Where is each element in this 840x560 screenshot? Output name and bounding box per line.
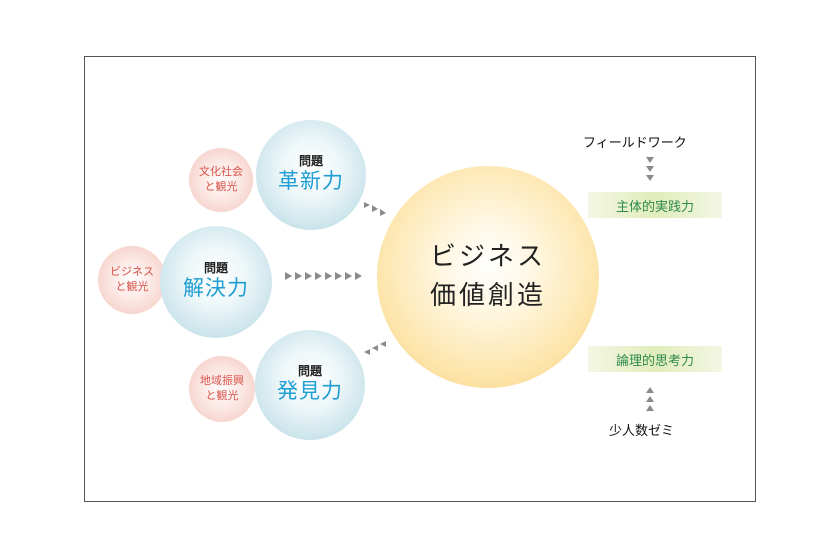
arrow-triangle (646, 396, 654, 402)
tag-bubble-business: ビジネス と観光 (98, 246, 166, 314)
arrow-triangle (325, 272, 332, 280)
arrow-triangle (285, 272, 292, 280)
tag-business-line2: と観光 (115, 280, 149, 293)
core-line1: ビジネス (429, 242, 546, 272)
fieldwork-label: フィールドワーク (583, 136, 687, 151)
arrow-triangle (646, 405, 654, 411)
arrow-triangle (646, 157, 654, 163)
problem-discovery-small: 問題 (297, 364, 322, 379)
tag-culture-line2: と観光 (204, 180, 238, 193)
problem-innovation-small: 問題 (298, 154, 323, 169)
arrow-triangle (380, 209, 386, 216)
practical-skill-box: 主体的実践力 (588, 192, 722, 218)
seminar-label: 少人数ゼミ (609, 424, 675, 439)
arrow-triangle (646, 175, 654, 181)
arrow-triangle (372, 205, 378, 212)
arrow-triangle (364, 349, 370, 355)
arrow-triangle (315, 272, 322, 280)
arrow-triangle (335, 272, 342, 280)
problem-bubble-innovation: 問題 革新力 (256, 120, 366, 230)
arrow-triangle (646, 166, 654, 172)
tag-bubble-regional: 地域振興 と観光 (189, 356, 255, 422)
core-business-value-circle: ビジネス 価値創造 (377, 166, 599, 388)
problem-bubble-solving: 問題 解決力 (160, 226, 272, 338)
problem-solving-small: 問題 (203, 261, 228, 276)
arrow-triangle (305, 272, 312, 280)
core-line2: 価値創造 (429, 281, 546, 311)
arrow-triangle (364, 202, 370, 208)
arrow-triangle (372, 345, 378, 351)
tag-regional-line1: 地域振興 (200, 374, 244, 388)
arrow-triangle (345, 272, 352, 280)
tag-regional-line2: と観光 (205, 389, 239, 402)
arrow-triangle (380, 341, 386, 347)
logical-thinking-box: 論理的思考力 (588, 346, 722, 372)
arrow-triangle (295, 272, 302, 280)
arrow-triangle (355, 272, 362, 280)
tag-business-line1: ビジネス (110, 265, 154, 279)
arrow-upper-diagonal (364, 202, 386, 216)
arrow-down-to-practice (646, 157, 654, 181)
problem-innovation-big: 革新力 (278, 169, 344, 194)
tag-bubble-culture: 文化社会 と観光 (189, 148, 253, 212)
problem-discovery-big: 発見力 (277, 379, 343, 404)
problem-solving-big: 解決力 (183, 276, 249, 301)
arrow-lower-diagonal (364, 341, 386, 355)
arrow-up-to-logic (646, 387, 654, 411)
arrow-triangle (646, 387, 654, 393)
practical-skill-label: 主体的実践力 (615, 199, 694, 215)
tag-culture-line1: 文化社会 (199, 165, 243, 179)
logical-thinking-label: 論理的思考力 (615, 353, 694, 369)
arrow-middle-horizontal (285, 272, 362, 280)
problem-bubble-discovery: 問題 発見力 (255, 330, 365, 440)
